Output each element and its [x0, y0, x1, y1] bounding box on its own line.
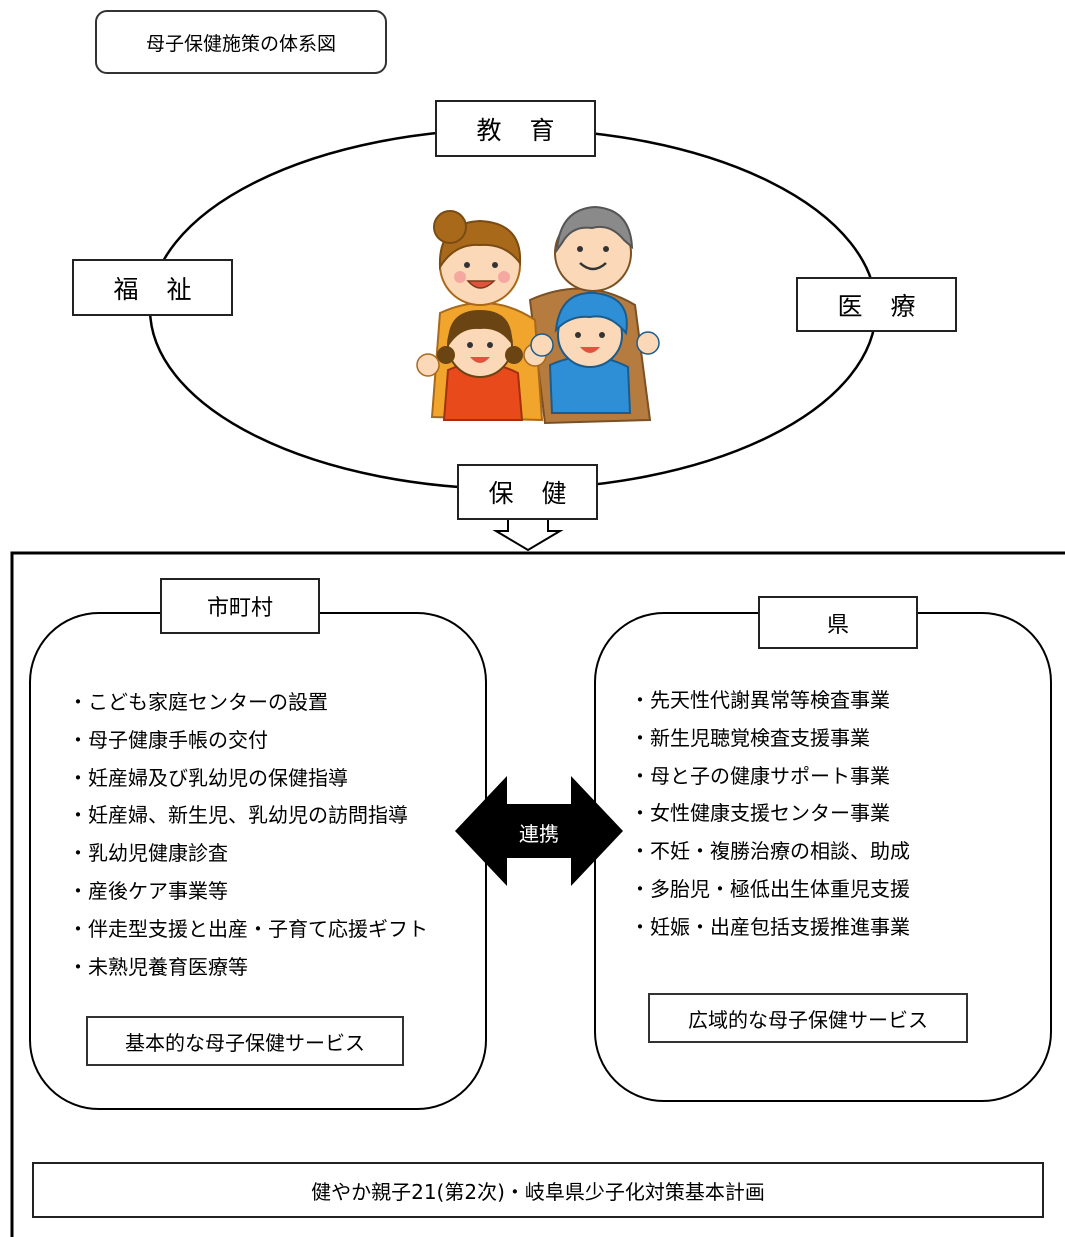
list-item: ・未熟児養育医療等 — [68, 954, 248, 979]
diagram-title: 母子保健施策の体系図 — [95, 10, 387, 74]
list-item: ・妊産婦及び乳幼児の保健指導 — [68, 765, 348, 790]
plan-footer: 健やか親子21(第2次)・岐阜県少子化対策基本計画 — [32, 1162, 1044, 1218]
double-arrow-icon — [455, 776, 623, 886]
list-item: ・母と子の健康サポート事業 — [630, 763, 890, 788]
education-node: 教 育 — [435, 100, 596, 157]
list-item: ・不妊・複勝治療の相談、助成 — [630, 839, 910, 864]
down-arrow — [492, 518, 564, 552]
prefecture-label: 県 — [758, 596, 918, 649]
family-illustration — [416, 205, 660, 425]
list-item: ・産後ケア事業等 — [68, 878, 228, 903]
list-item: ・こども家庭センターの設置 — [68, 690, 328, 714]
list-item: ・多胎児・極低出生体重児支援 — [630, 876, 910, 901]
list-item: ・新生児聴覚検査支援事業 — [630, 725, 870, 750]
list-item: ・女性健康支援センター事業 — [630, 801, 890, 826]
welfare-node: 福 祉 — [72, 259, 233, 316]
list-item: ・妊娠・出産包括支援推進事業 — [630, 914, 910, 939]
list-item: ・乳幼児健康診査 — [68, 841, 228, 866]
wide-area-service-label: 広域的な母子保健サービス — [648, 993, 968, 1043]
link-label: 連携 — [519, 822, 559, 846]
list-item: ・妊産婦、新生児、乳幼児の訪問指導 — [68, 803, 408, 828]
prefecture-service-list: ・先天性代謝異常等検査事業 ・新生児聴覚検査支援事業 ・母と子の健康サポート事業… — [630, 682, 910, 947]
list-item: ・母子健康手帳の交付 — [68, 727, 268, 752]
basic-service-label: 基本的な母子保健サービス — [86, 1016, 404, 1066]
medical-node: 医 療 — [796, 277, 957, 332]
list-item: ・伴走型支援と出産・子育て応援ギフト — [68, 916, 428, 941]
list-item: ・先天性代謝異常等検査事業 — [630, 688, 890, 712]
municipal-service-list: ・こども家庭センターの設置 ・母子健康手帳の交付 ・妊産婦及び乳幼児の保健指導 … — [68, 684, 428, 986]
outer-frame — [10, 551, 1065, 1237]
municipal-label: 市町村 — [160, 578, 320, 634]
health-node: 保 健 — [457, 464, 598, 520]
